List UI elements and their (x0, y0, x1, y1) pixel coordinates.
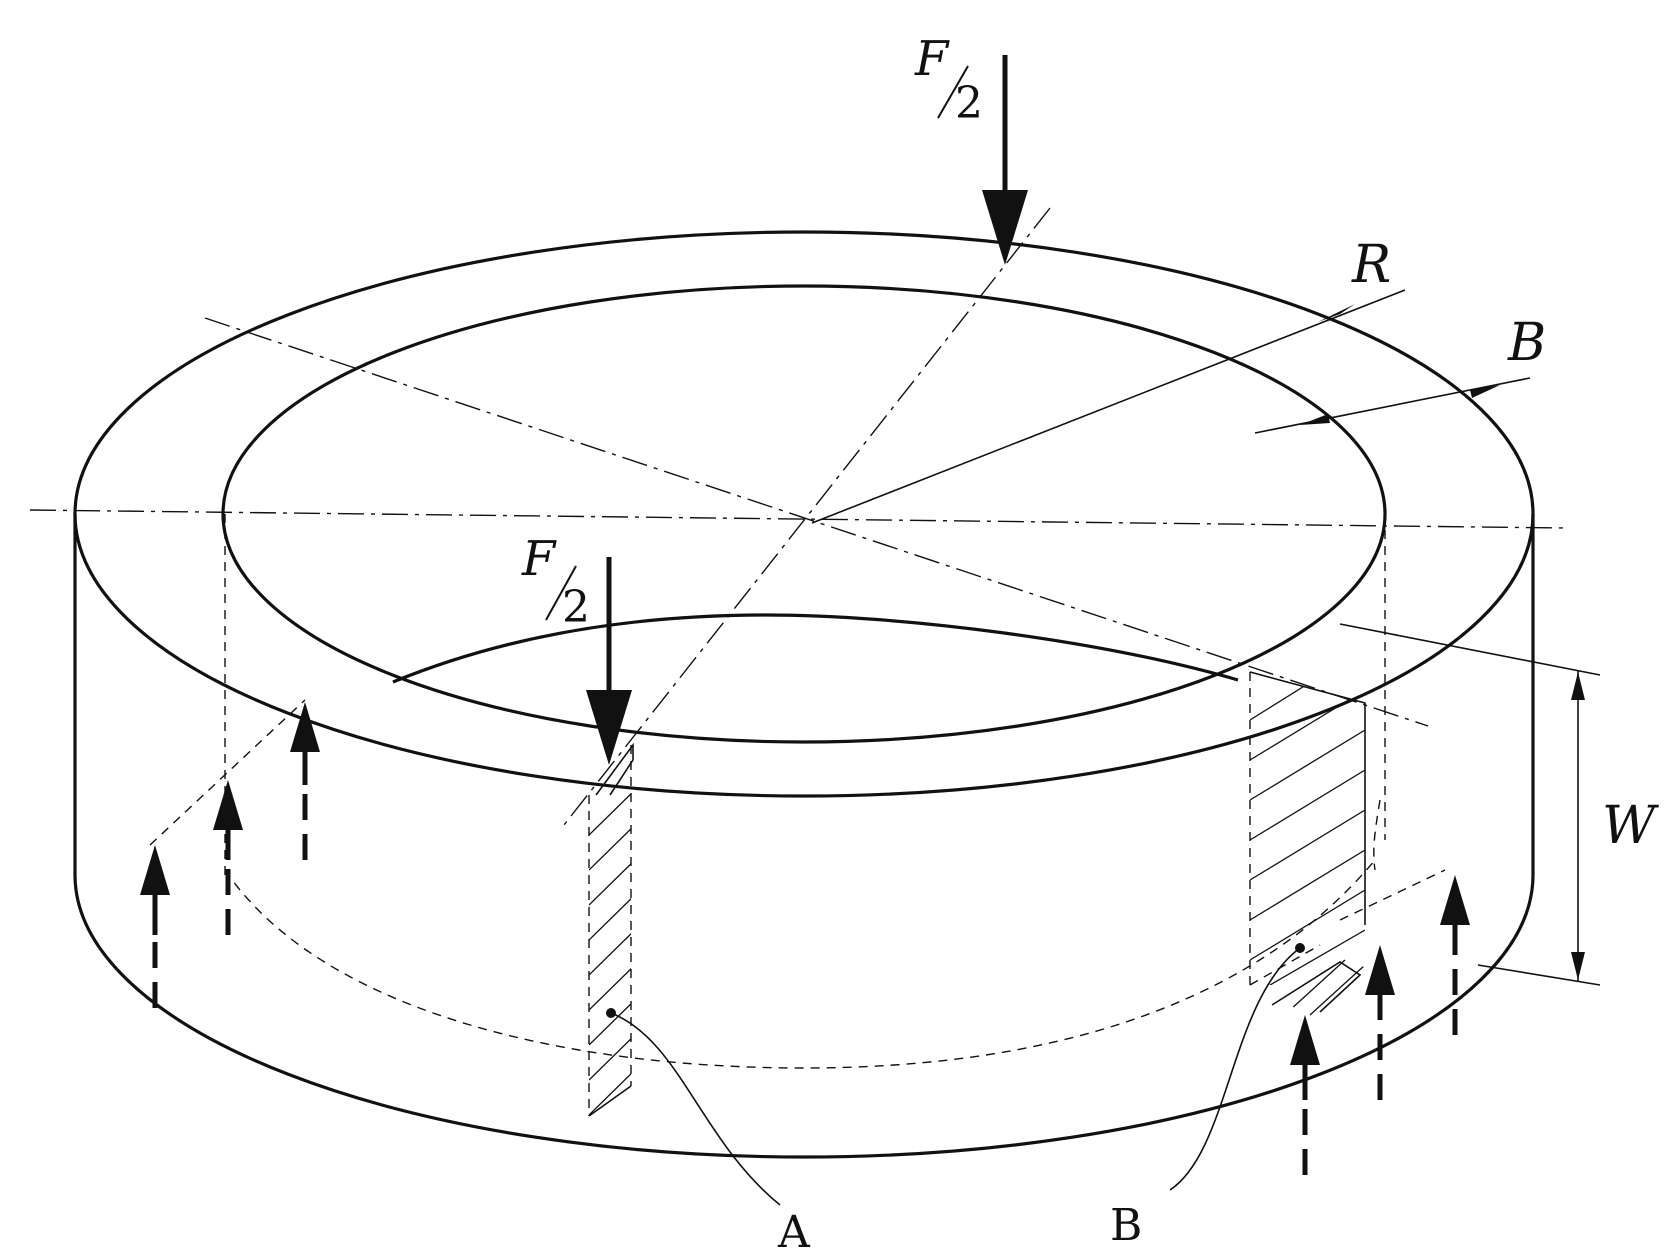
point-b-label: B (1110, 1200, 1142, 1251)
top-force-arrow (982, 55, 1028, 265)
support-arrows-right (1290, 875, 1470, 1175)
diagonal-centerline-2 (559, 207, 1051, 831)
section-b (1249, 671, 1366, 1016)
dimension-r: R (811, 235, 1406, 524)
diagonal-centerline-1 (204, 317, 1429, 727)
ring-outline (73, 230, 1535, 1159)
height-label: W (1602, 796, 1659, 856)
dimension-b: B (1254, 313, 1546, 434)
section-a (588, 742, 634, 1117)
top-force-numerator: F (914, 31, 950, 87)
point-a-label: A (777, 1207, 811, 1257)
center-lines (29, 207, 1566, 831)
front-force-label: F 2 (521, 531, 590, 633)
inner-bore-edge (392, 613, 1239, 684)
outer-bottom-edge (73, 874, 1535, 1159)
horizontal-centerline (29, 509, 1566, 529)
radius-label: R (1351, 235, 1391, 295)
front-force-arrow (586, 557, 632, 765)
width-label: B (1507, 313, 1546, 373)
top-force-denominator: 2 (955, 78, 983, 129)
top-force-label: F 2 (914, 31, 983, 129)
front-force-numerator: F (521, 531, 557, 587)
support-arrows-left (140, 702, 320, 1008)
front-force-denominator: 2 (562, 582, 590, 633)
dimension-w: W (1339, 623, 1659, 986)
leader-lines (610, 947, 1301, 1206)
